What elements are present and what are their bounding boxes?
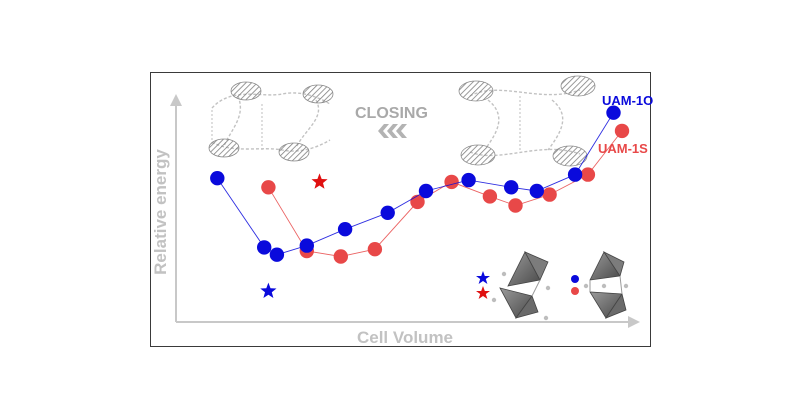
data-point-uam-1s-11 (614, 123, 630, 139)
data-point-uam-1o-2 (257, 240, 272, 255)
star-point-2 (260, 282, 277, 298)
closed-framework-structure (208, 81, 334, 162)
star-legend-marker-red (476, 286, 490, 299)
data-point-uam-1o-3 (269, 247, 285, 262)
data-point-uam-1s-6 (444, 174, 459, 190)
closing-chevrons (378, 124, 407, 138)
data-point-uam-1o-11 (567, 167, 583, 182)
data-point-uam-1s-1 (261, 180, 276, 195)
data-point-uam-1o-7 (418, 183, 434, 199)
chart-frame (150, 72, 651, 347)
data-point-uam-1o-9 (504, 180, 519, 195)
data-point-uam-1s-8 (508, 198, 523, 213)
data-point-uam-1s-9 (542, 187, 557, 202)
x-axis (176, 316, 640, 328)
series-label-uam-1o: UAM-1O (602, 93, 653, 108)
data-point-uam-1s-4 (367, 242, 383, 257)
data-point-uam-1o-4 (299, 238, 314, 253)
circle-legend-marker-red (571, 287, 579, 295)
data-point-uam-1s-10 (580, 167, 596, 182)
series-line-uam-1o (216, 112, 614, 256)
y-axis (170, 94, 182, 322)
circle-legend-marker-blue (571, 275, 579, 283)
x-axis-title: Cell Volume (357, 328, 453, 347)
data-point-uam-1s-7 (482, 189, 498, 204)
circle-cluster-structure (583, 250, 629, 319)
data-point-uam-1s-3 (333, 249, 348, 264)
data-point-uam-1o-12 (606, 105, 621, 120)
star-cluster-structure (491, 251, 551, 321)
closing-annotation: CLOSING (355, 105, 428, 122)
open-framework-structure (458, 75, 596, 167)
data-point-uam-1o-10 (529, 183, 544, 199)
y-axis-title: Relative energy (151, 149, 170, 275)
data-point-uam-1o-1 (210, 171, 225, 186)
data-point-uam-1o-6 (380, 205, 395, 220)
star-legend-marker-blue (476, 271, 490, 284)
star-point-1 (311, 173, 328, 189)
series-label-uam-1s: UAM-1S (598, 141, 648, 156)
cluster-inset (476, 250, 629, 321)
series-layer (210, 105, 630, 298)
data-point-uam-1o-5 (337, 222, 353, 237)
data-point-uam-1o-8 (461, 172, 476, 188)
